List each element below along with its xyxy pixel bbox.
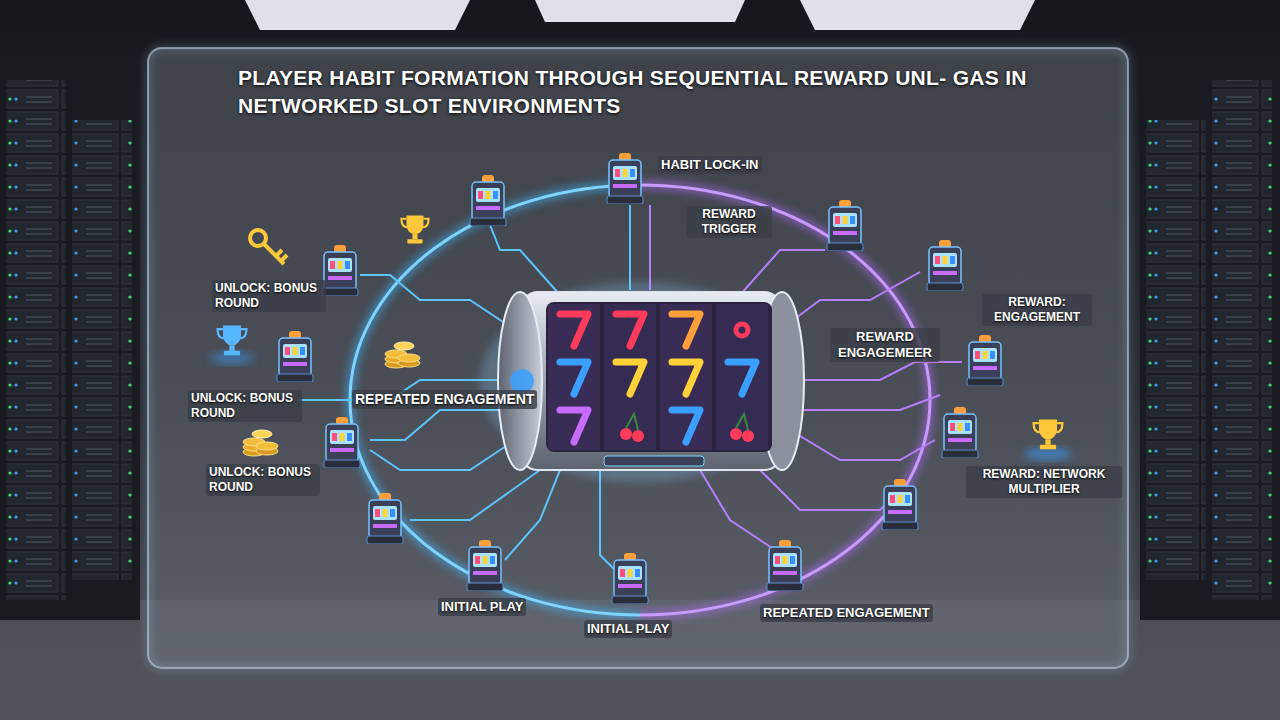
- stage-label: REWARD: NETWORK MULTIPLIER: [966, 466, 1122, 498]
- stage-label: INITIAL PLAY: [584, 620, 672, 638]
- slot-machine: [942, 407, 978, 458]
- stage-label: UNLOCK: BONUS ROUND: [206, 464, 320, 496]
- stage-label: REPEATED ENGAGEMENT: [352, 390, 537, 409]
- stage-label: UNLOCK: BONUS ROUND: [212, 280, 326, 312]
- trophy-icon: [218, 326, 247, 356]
- slot-machine-icons: [277, 153, 1003, 604]
- slot-machine: [322, 245, 358, 296]
- slot-machine: [367, 493, 403, 544]
- diagram-title: PLAYER HABIT FORMATION THROUGH SEQUENTIA…: [238, 64, 1078, 120]
- glass-panel: [148, 48, 1128, 668]
- slot-machine: [612, 553, 648, 604]
- stage-label: REWARD ENGAGEMEER: [830, 328, 940, 362]
- stage-label: REPEATED ENGAGEMENT: [760, 604, 933, 622]
- coins-icon: [385, 342, 420, 368]
- trophy-icon: [1034, 420, 1063, 450]
- stage-label: REWARD TRIGGER: [686, 206, 772, 238]
- slot-machine: [827, 200, 863, 251]
- network-ring: [350, 185, 930, 615]
- slot-machine: [927, 240, 963, 291]
- trophy-icon: [401, 215, 428, 243]
- circuit-lines: [300, 205, 962, 570]
- stage-label: UNLOCK: BONUS ROUND: [188, 390, 302, 422]
- reward-icons: [210, 215, 1072, 460]
- slot-machine: [607, 153, 643, 204]
- slot-machine: [967, 335, 1003, 386]
- key-icon: [250, 230, 287, 264]
- coins-icon: [243, 430, 278, 456]
- slot-machine: [470, 175, 506, 226]
- slot-machine: [767, 540, 803, 591]
- central-reel: [480, 282, 804, 482]
- slot-machine: [277, 331, 313, 382]
- slot-machine: [324, 417, 360, 468]
- stage-label: HABIT LOCK-IN: [658, 156, 762, 174]
- stage-label: INITIAL PLAY: [438, 598, 526, 616]
- slot-machine: [467, 540, 503, 591]
- stage-label: REWARD: ENGAGEMENT: [982, 294, 1092, 326]
- slot-machine: [882, 479, 918, 530]
